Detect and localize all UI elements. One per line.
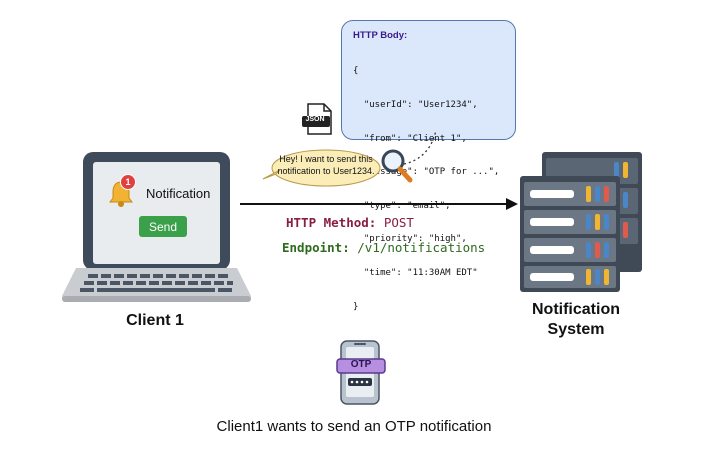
server-icon xyxy=(520,152,642,292)
request-arrow xyxy=(240,198,518,210)
code-line: { xyxy=(353,66,359,77)
notification-badge: 1 xyxy=(120,174,136,190)
json-file-icon xyxy=(302,103,332,135)
code-line: "priority": "high", xyxy=(353,234,467,245)
http-method: HTTP Method: POST xyxy=(286,215,414,230)
caption: Client1 wants to send an OTP notificatio… xyxy=(216,418,492,435)
http-body-code: { "userId": "User1234", "from": "Client … xyxy=(353,44,499,324)
code-line: "from": "Client 1", xyxy=(353,133,467,144)
dotted-connector xyxy=(403,129,437,165)
server-label-line2: System xyxy=(547,321,605,338)
endpoint-key: Endpoint: xyxy=(282,240,350,255)
laptop-keyboard xyxy=(62,268,251,302)
code-line: "time": "11:30AM EDT" xyxy=(353,268,478,279)
http-body-title: HTTP Body: xyxy=(353,30,408,41)
otp-label: OTP xyxy=(350,359,372,370)
speech-bubble-text: Hey! I want to send this notification to… xyxy=(277,154,375,176)
code-line: } xyxy=(353,301,359,312)
magnifier-icon xyxy=(381,149,413,183)
code-line: "userId": "User1234", xyxy=(353,100,478,111)
endpoint-value: /v1/notifications xyxy=(357,240,486,255)
json-file-label: JSON xyxy=(305,116,325,123)
server-label-line1: Notification xyxy=(532,301,620,318)
notification-label: Notification xyxy=(146,186,211,201)
server-label: Notification System xyxy=(520,300,632,340)
speech-bubble xyxy=(262,149,381,187)
endpoint: Endpoint: /v1/notifications xyxy=(282,240,485,255)
code-line: "type": "email", xyxy=(353,200,451,211)
http-body-panel xyxy=(341,20,516,140)
send-button[interactable]: Send xyxy=(139,216,187,237)
http-method-value: POST xyxy=(383,215,414,230)
http-method-key: HTTP Method: xyxy=(286,215,377,230)
laptop-display xyxy=(93,162,220,264)
otp-phone-icon xyxy=(336,340,386,405)
client-label: Client 1 xyxy=(126,312,184,329)
